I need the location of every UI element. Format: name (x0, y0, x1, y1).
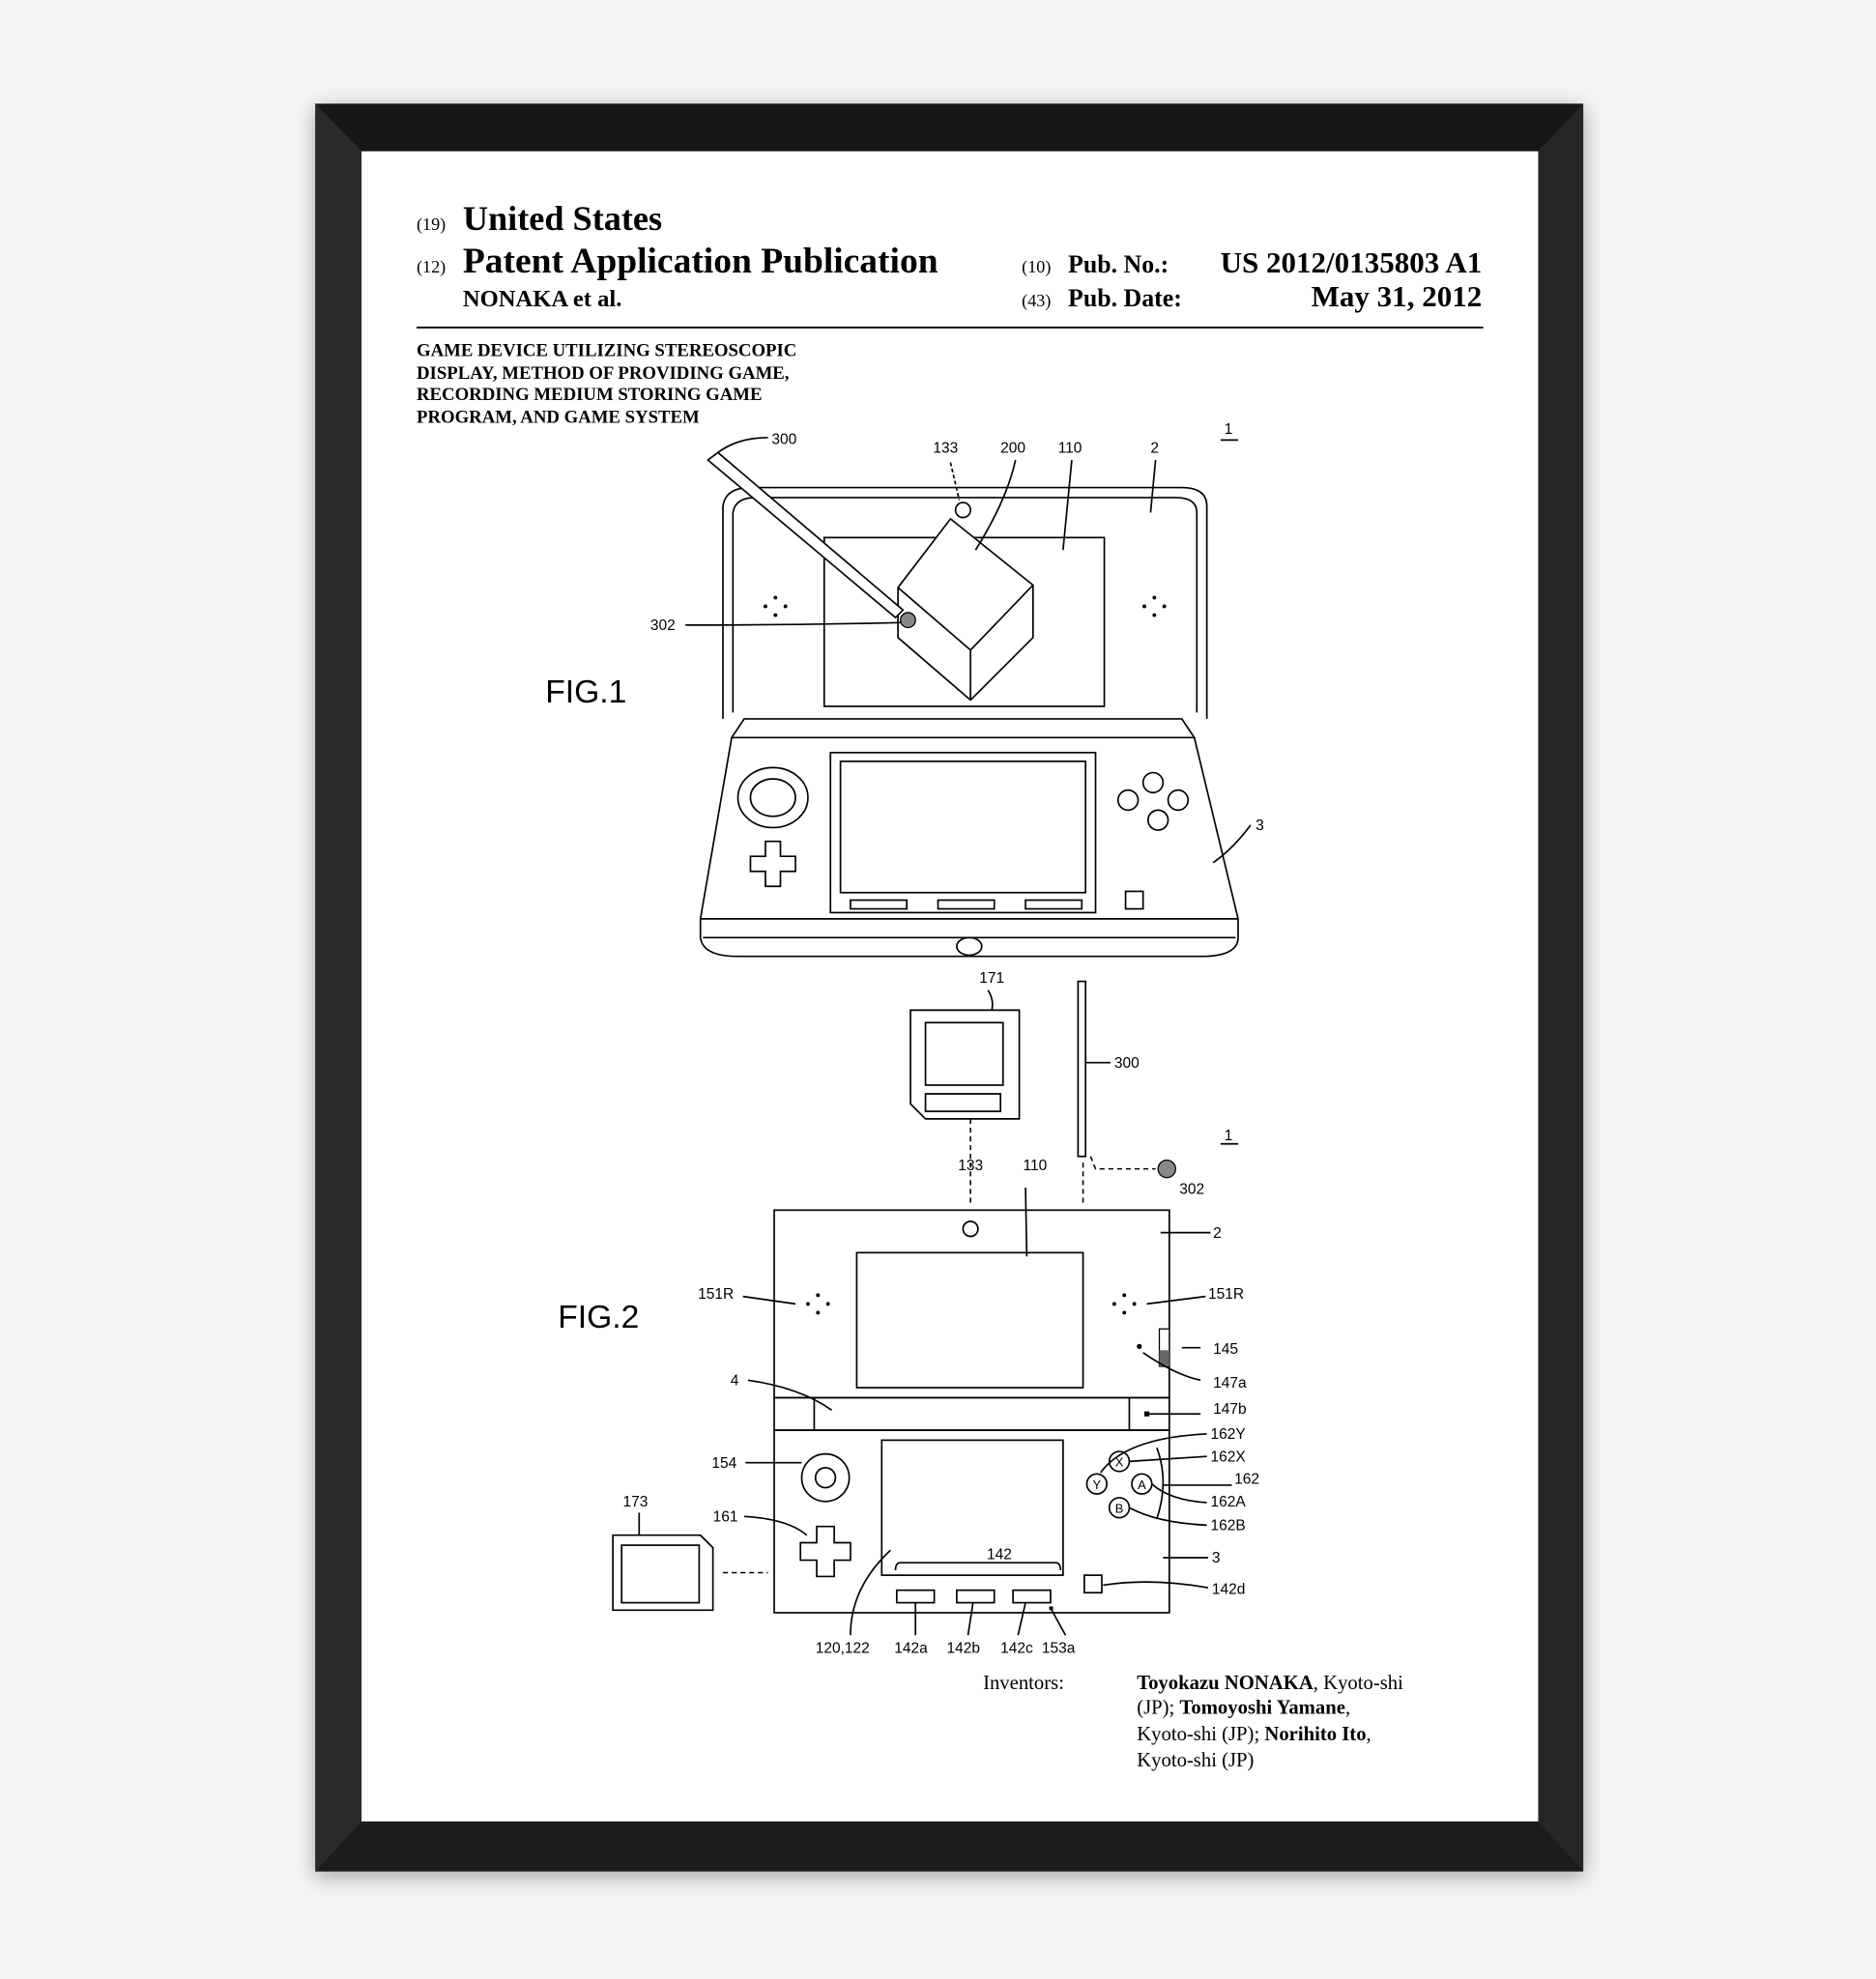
publication-type: Patent Application Publication (463, 242, 938, 281)
fig1-label: 133 (933, 440, 958, 456)
inventor-name: Norihito Ito (1264, 1724, 1366, 1745)
fig2-label: 151R (1208, 1286, 1244, 1303)
paper (361, 151, 1539, 1821)
applicant: NONAKA et al. (463, 286, 622, 312)
inventor-name: Tomoyoshi Yamane (1179, 1698, 1344, 1719)
type-code: (12) (417, 257, 446, 277)
fig2-label: 120,122 (816, 1640, 870, 1656)
fig2-label: 142a (894, 1640, 928, 1656)
fig2-label: 162X (1211, 1448, 1247, 1465)
pub-no-code: (10) (1022, 257, 1051, 277)
fig1-label: 1 (1225, 421, 1233, 438)
y-button-glyph: Y (1092, 1477, 1101, 1492)
pub-date-code: (43) (1022, 291, 1051, 311)
fig2-label: 173 (622, 1494, 648, 1510)
fig2-label: 110 (1023, 1158, 1047, 1174)
fig2-label: 302 (1179, 1182, 1204, 1198)
fig1-label: 2 (1150, 440, 1159, 456)
fig2-label: 162Y (1211, 1426, 1247, 1443)
fig2-label: 3 (1212, 1550, 1221, 1566)
frame-bevel-left (315, 103, 362, 1872)
b-button-glyph: B (1115, 1501, 1124, 1515)
fig1-drawing: FIG.1 300 133 200 (545, 421, 1264, 958)
inventor-punct: , (1367, 1724, 1371, 1745)
fig2-label: 142d (1212, 1582, 1246, 1598)
country-code: (19) (417, 215, 446, 235)
fig2-label: 142c (1000, 1640, 1033, 1656)
title-line: PROGRAM, AND GAME SYSTEM (417, 407, 700, 427)
inventors-block: Inventors: Toyokazu NONAKA, Kyoto-shi (J… (983, 1673, 1403, 1771)
inventor-punct: , (1345, 1698, 1350, 1719)
fig2-label: 154 (711, 1455, 736, 1472)
fig1-label: 302 (650, 617, 676, 634)
inventors-label: Inventors: (983, 1673, 1064, 1694)
fig1-label: 3 (1255, 817, 1264, 834)
fig2-label: 151R (698, 1286, 734, 1303)
title-line: RECORDING MEDIUM STORING GAME (417, 385, 762, 405)
title-line: DISPLAY, METHOD OF PROVIDING GAME, (417, 363, 789, 384)
patent-title: GAME DEVICE UTILIZING STEREOSCOPIC DISPL… (417, 341, 796, 428)
inventor-line: Kyoto-shi (JP) (1137, 1750, 1254, 1771)
fig2-label: 1 (1225, 1128, 1233, 1144)
fig2-label: 2 (1213, 1225, 1222, 1242)
fig2-label: 162A (1211, 1494, 1247, 1510)
frame-bevel-top (315, 103, 1584, 152)
inventor-line: Kyoto-shi (JP); Norihito Ito, (1137, 1724, 1371, 1745)
fig2-label: 142b (947, 1640, 981, 1656)
inventor-location: Kyoto-shi (JP); (1137, 1724, 1264, 1745)
fig2-label: 153a (1042, 1640, 1076, 1656)
inventor-location: , Kyoto-shi (1313, 1673, 1403, 1694)
fig2-label: 162 (1234, 1472, 1259, 1488)
pub-no-label: Pub. No.: (1068, 250, 1169, 278)
inventor-name: Toyokazu NONAKA (1137, 1673, 1313, 1694)
fig2-label: 145 (1213, 1341, 1238, 1358)
country: United States (463, 199, 662, 238)
fig1-label: 200 (1000, 440, 1025, 456)
inventor-line: (JP); Tomoyoshi Yamane, (1137, 1698, 1350, 1719)
fig2-label: 162B (1211, 1518, 1246, 1534)
fig1-label: 110 (1058, 440, 1082, 456)
fig2-drawing: FIG.2 X Y A B (558, 970, 1259, 1656)
fig2-label: 300 (1114, 1055, 1140, 1072)
fig2-label: 147b (1213, 1401, 1247, 1418)
fig2-label: 147a (1213, 1375, 1247, 1391)
frame-bevel-right (1538, 103, 1584, 1872)
fig2-label: 161 (713, 1508, 738, 1525)
inventor-line: Toyokazu NONAKA, Kyoto-shi (1137, 1673, 1403, 1694)
fig1-label: 300 (771, 431, 796, 447)
title-line: GAME DEVICE UTILIZING STEREOSCOPIC (417, 341, 796, 361)
fig2-label: 171 (979, 970, 1004, 987)
fig2-label: 142 (987, 1546, 1012, 1563)
fig2-title: FIG.2 (558, 1300, 639, 1335)
pub-date-label: Pub. Date: (1068, 284, 1182, 312)
a-button-glyph: A (1138, 1477, 1146, 1492)
fig1-title: FIG.1 (545, 674, 626, 710)
x-button-glyph: X (1115, 1455, 1124, 1470)
pub-date: May 31, 2012 (1312, 279, 1483, 313)
fig2-label: 4 (731, 1372, 739, 1389)
pub-no: US 2012/0135803 A1 (1221, 245, 1483, 279)
fig2-label: 133 (958, 1158, 983, 1174)
inventor-location: (JP); (1137, 1698, 1179, 1719)
